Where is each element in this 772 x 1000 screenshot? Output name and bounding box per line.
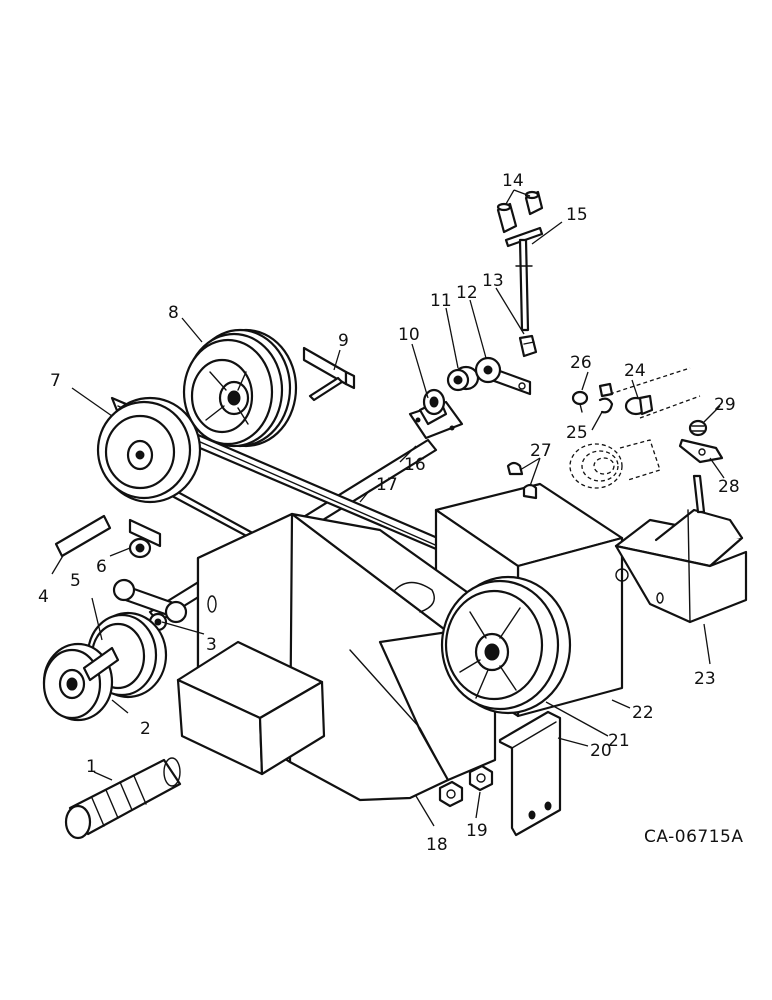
sheave-7 [96,396,202,504]
arm-3 [112,578,188,632]
splined-shaft-1 [64,757,182,840]
callout-4: 4 [38,587,49,607]
arm-12 [474,356,532,396]
fitting-24 [624,394,654,416]
callout-13: 13 [482,271,504,291]
callout-26: 26 [570,353,592,373]
mounting-bracket-20 [498,710,562,837]
callout-24: 24 [624,361,646,381]
callout-16: 16 [404,455,426,475]
callout-6: 6 [96,557,107,577]
callout-5: 5 [70,571,81,591]
callout-9: 9 [338,331,349,351]
callout-23: 23 [694,669,716,689]
large-sheave-21 [440,575,572,715]
callout-12: 12 [456,283,478,303]
callout-17: 17 [376,475,398,495]
callout-20: 20 [590,741,612,761]
callout-10: 10 [398,325,420,345]
callout-labels: 1 2 3 4 5 6 7 8 9 10 11 12 13 14 15 16 1… [38,171,743,855]
double-pulley-2 [42,611,168,722]
clip-25 [598,397,614,414]
callout-8: 8 [168,303,179,323]
phantom-assembly [569,367,701,489]
clamp-plate-28 [678,438,724,464]
pin-bracket-9 [302,346,356,402]
callout-29: 29 [714,395,736,415]
callout-14: 14 [502,171,524,191]
cap-29 [688,419,708,437]
t-handle-rod-15 [504,226,544,332]
clevis-13 [518,334,538,358]
leader-lines [51,189,725,827]
pins-14 [496,190,544,234]
grease-fitting-26 [571,382,614,413]
callout-28: 28 [718,477,740,497]
callout-2: 2 [140,719,151,739]
bolt-6 [128,518,162,559]
callout-27: 27 [530,441,552,461]
callout-3: 3 [206,635,217,655]
callout-7: 7 [50,371,61,391]
callout-21: 21 [608,731,630,751]
callout-15: 15 [566,205,588,225]
nuts-19 [438,764,494,808]
key-4 [54,514,112,558]
callout-25: 25 [566,423,588,443]
callout-18: 18 [426,835,448,855]
clamp-27 [506,461,538,500]
callout-22: 22 [632,703,654,723]
shield-23 [614,474,748,624]
bearing-block-10 [408,388,464,440]
callout-1: 1 [86,757,97,777]
belt-shield-left [176,640,326,776]
collar-11 [446,365,480,392]
figure-id: CA-06715A [644,827,743,847]
callout-11: 11 [430,291,452,311]
callout-19: 19 [466,821,488,841]
triple-sheave-8 [182,328,298,448]
